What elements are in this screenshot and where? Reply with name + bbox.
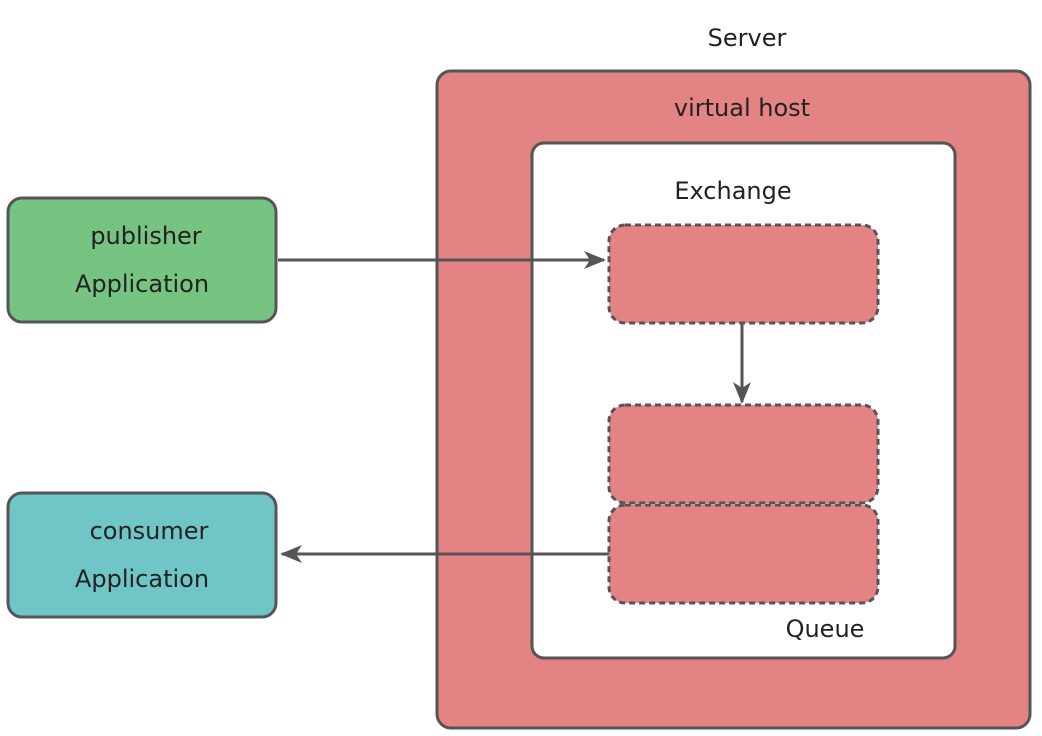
consumer-application-label: Application (75, 565, 209, 593)
server-label: Server (708, 24, 787, 52)
publisher-label: publisher (90, 222, 201, 250)
publisher-application-box (6, 196, 278, 324)
virtual-host-label: virtual host (674, 94, 810, 122)
publisher-application-label: Application (75, 270, 209, 298)
exchange-box (607, 223, 880, 325)
queue-label: Queue (786, 615, 865, 643)
consumer-label: consumer (90, 517, 209, 545)
queue-box-upper (607, 403, 880, 505)
exchange-label: Exchange (674, 177, 791, 205)
consumer-application-box (6, 491, 278, 619)
queue-box-lower (607, 503, 880, 605)
